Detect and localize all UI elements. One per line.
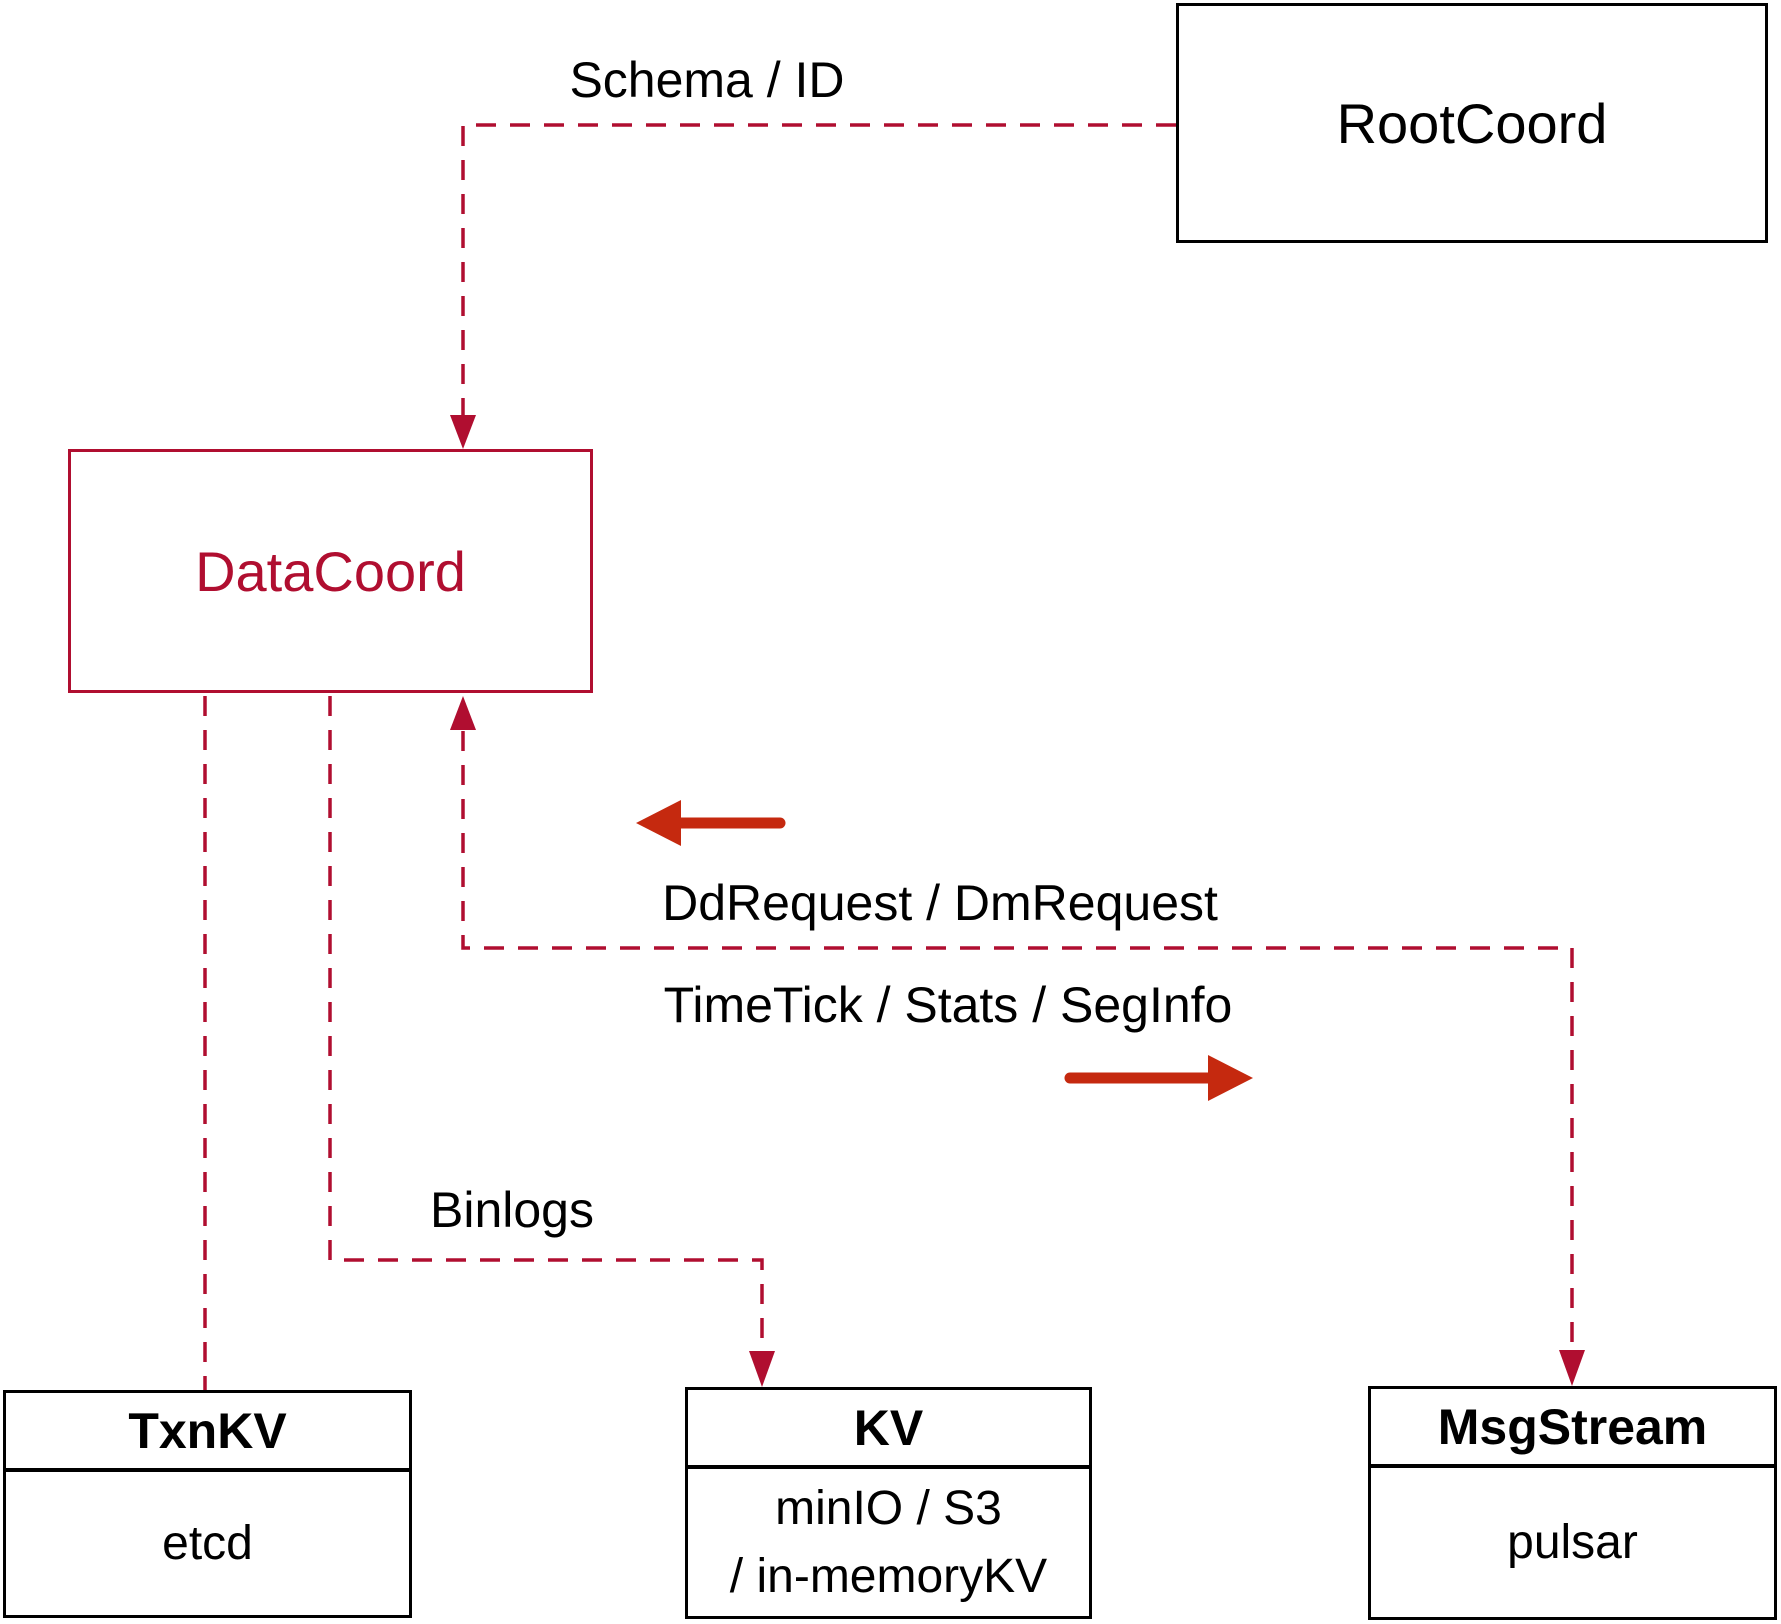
kv-body-line-1: minIO / S3	[775, 1482, 1002, 1536]
left-direction-arrow-icon	[636, 800, 786, 846]
schema-id-edge-label: Schema / ID	[569, 52, 845, 108]
edge-schema-id	[450, 123, 1176, 449]
dd-request-edge-label: DdRequest / DmRequest	[662, 875, 1218, 931]
msg-stream-body: pulsar	[1507, 1515, 1638, 1569]
txn-kv-title: TxnKV	[6, 1393, 409, 1472]
data-coord-label: DataCoord	[195, 539, 466, 603]
txn-kv-body: etcd	[162, 1516, 253, 1570]
msg-stream-node: MsgStream pulsar	[1368, 1386, 1777, 1620]
edge-binlogs	[328, 696, 775, 1387]
binlogs-edge-label: Binlogs	[430, 1182, 594, 1238]
root-coord-label: RootCoord	[1336, 91, 1608, 155]
data-coord-node: DataCoord	[68, 449, 593, 693]
edge-feedback	[450, 696, 1585, 1386]
msg-stream-title: MsgStream	[1371, 1389, 1774, 1468]
kv-title: KV	[688, 1390, 1089, 1469]
root-coord-node: RootCoord	[1176, 3, 1768, 243]
time-tick-edge-label: TimeTick / Stats / SegInfo	[663, 977, 1233, 1033]
kv-node: KV minIO / S3 / in-memoryKV	[685, 1387, 1092, 1619]
right-direction-arrow-icon	[1064, 1055, 1253, 1101]
kv-body: minIO / S3 / in-memoryKV	[688, 1469, 1089, 1616]
kv-body-line-2: / in-memoryKV	[729, 1549, 1048, 1603]
txn-kv-node: TxnKV etcd	[3, 1390, 412, 1618]
